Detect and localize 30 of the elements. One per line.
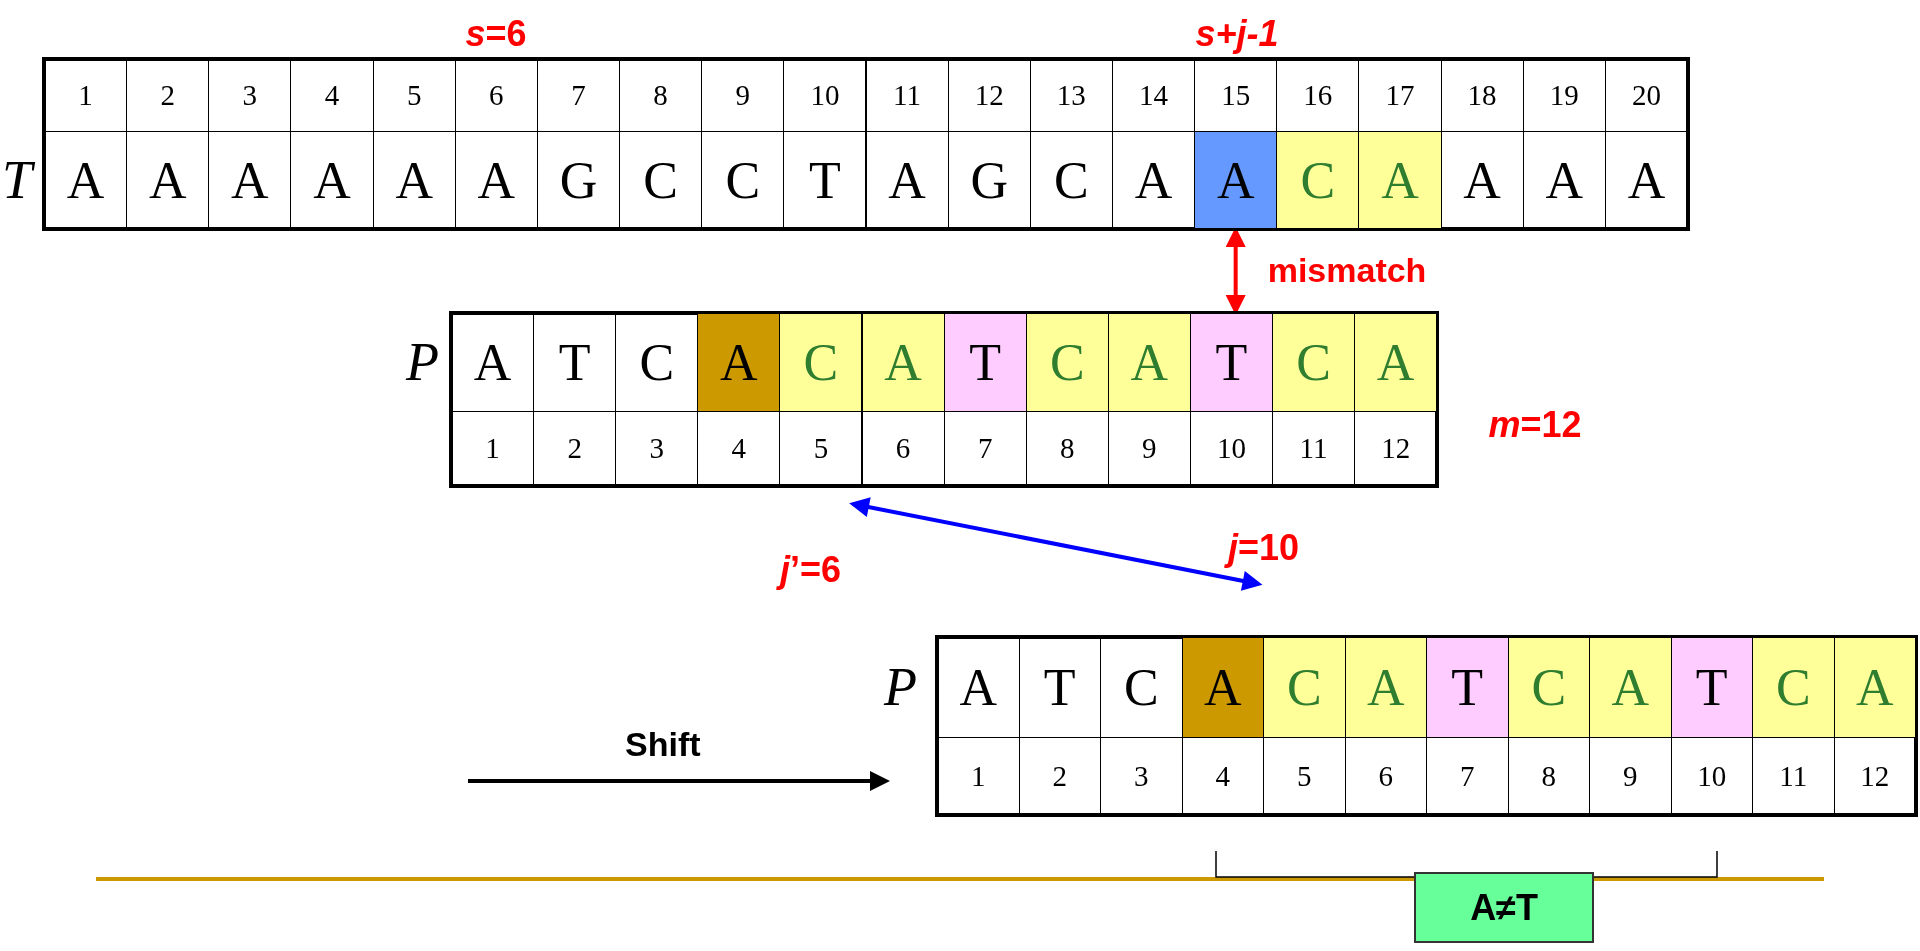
letter-cell: C xyxy=(1263,637,1346,738)
letter-cell: T xyxy=(943,313,1027,412)
variable-label: s+j-1 xyxy=(1195,16,1279,52)
arrow xyxy=(468,771,890,791)
sequence-name: P xyxy=(884,660,917,714)
letter-cell: T xyxy=(1426,637,1509,738)
letter-cell: C xyxy=(1276,131,1360,229)
letter-cell: C xyxy=(779,313,863,412)
letter-cell: T xyxy=(1670,637,1753,738)
variable-label: m=12 xyxy=(1488,407,1582,443)
note-box: A≠T xyxy=(1414,872,1594,943)
letter-cell: A xyxy=(697,313,781,412)
letter-cell: A xyxy=(1833,637,1916,738)
letter-cell: A xyxy=(1589,637,1672,738)
letter-cell: A xyxy=(1358,131,1442,229)
variable-label: s=6 xyxy=(465,16,527,52)
sequence-name: T xyxy=(2,152,33,207)
letter-cell: C xyxy=(1507,637,1590,738)
letter-cell: C xyxy=(1752,637,1835,738)
letter-cell: C xyxy=(1025,313,1109,412)
letter-cell: A xyxy=(1181,637,1264,738)
letter-cell: A xyxy=(861,313,945,412)
letter-cell: A xyxy=(1344,637,1427,738)
letter-cell: C xyxy=(1272,313,1356,412)
letter-cell: A xyxy=(1107,313,1191,412)
sequence-name: P xyxy=(406,335,439,389)
letter-cell: A xyxy=(1194,131,1278,229)
letter-cell: A xyxy=(1354,313,1438,412)
arrow xyxy=(849,497,1263,591)
letter-cell: T xyxy=(1189,313,1273,412)
